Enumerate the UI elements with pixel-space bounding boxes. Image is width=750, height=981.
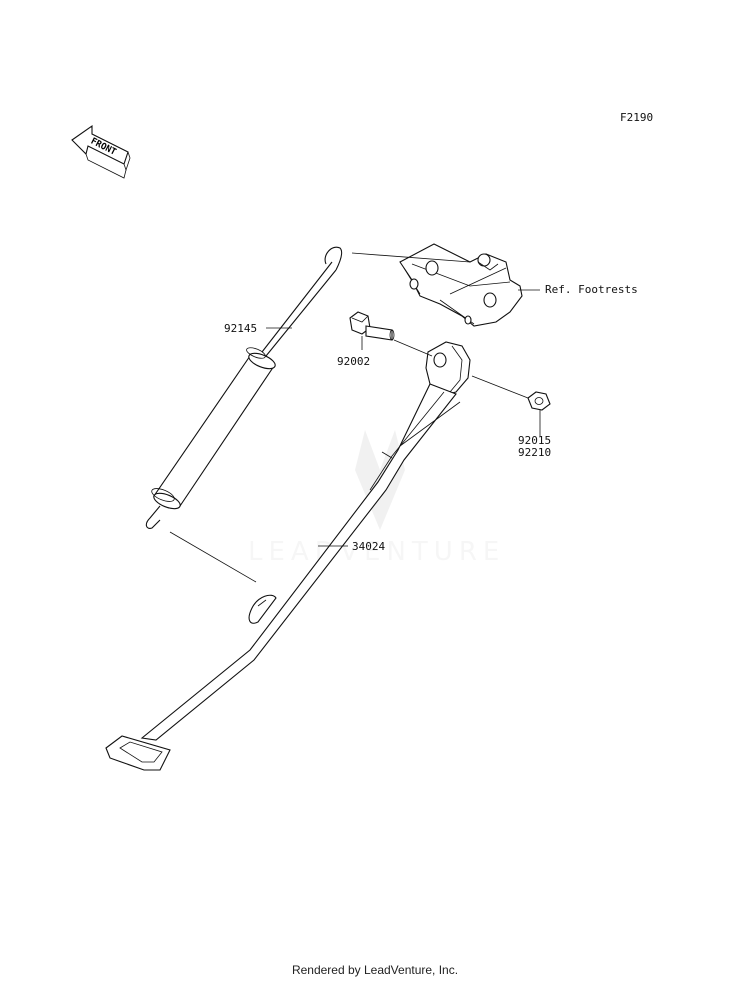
footer-credit: Rendered by LeadVenture, Inc. — [291, 963, 459, 977]
callout-nut-2: 92210 — [518, 446, 551, 459]
callout-ref-footrests: Ref. Footrests — [545, 283, 638, 296]
bolt-part — [349, 311, 395, 341]
callout-spring: 92145 — [224, 322, 257, 335]
nut-part — [527, 391, 551, 411]
leader-lines — [169, 252, 541, 583]
callout-bolt: 92002 — [337, 355, 370, 368]
side-stand-part — [105, 341, 471, 771]
callout-stand: 34024 — [352, 540, 385, 553]
spring-part — [145, 246, 343, 529]
watermark-text: LEADVENTURE — [248, 537, 505, 567]
front-arrow-icon: FRONT — [71, 124, 131, 179]
figure-code: F2190 — [620, 111, 653, 124]
callout-nut-1: 92015 — [518, 434, 551, 447]
footrest-bracket — [399, 243, 523, 327]
